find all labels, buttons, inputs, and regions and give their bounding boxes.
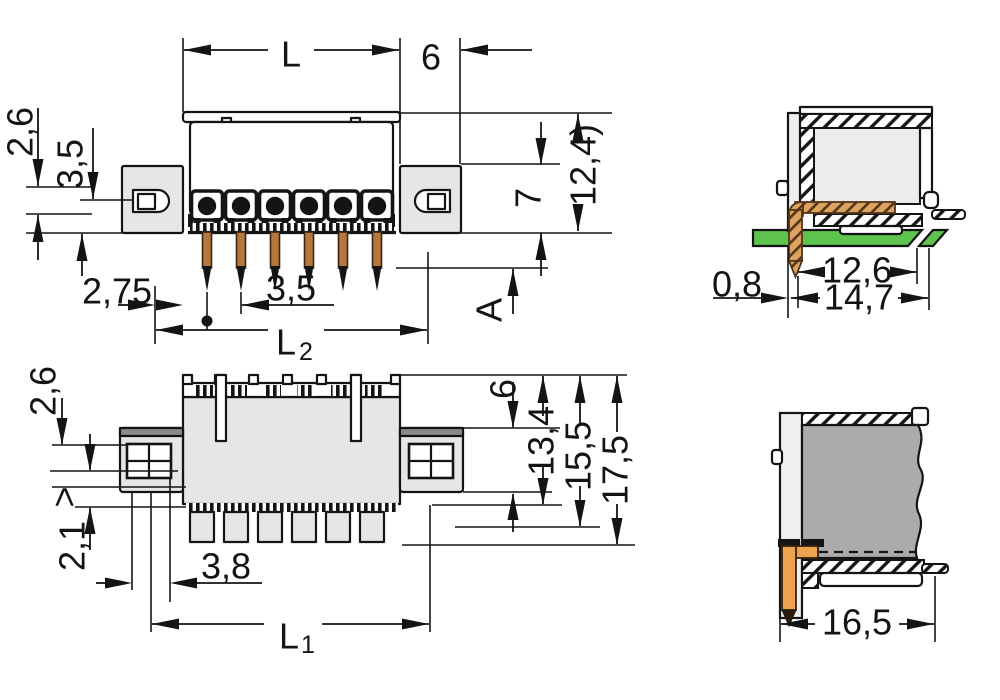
dim-label-0-8: 0,8	[712, 264, 762, 305]
dim-label-12-4: 12,4)	[563, 124, 604, 206]
dim-label-pitch-3-5: 3,5	[266, 268, 316, 309]
board-orange-pin	[778, 539, 824, 628]
dim-label-14-7: 14,7	[824, 277, 894, 318]
front-right-flange	[398, 164, 463, 235]
dim-label-17-5: 17,5	[595, 435, 636, 505]
dim-label-plan-6: 6	[483, 379, 524, 399]
pcb-break	[916, 228, 950, 248]
side-view-flange: 0,8 12,6 14,7	[712, 105, 966, 318]
front-view: L 6 2,6 3,5 2,75 3,5 L 2 7 12,4) A	[0, 34, 612, 366]
board-housing	[770, 406, 949, 620]
plan-dimensions	[56, 376, 623, 630]
dim-label-12-6: 12,6	[822, 250, 892, 291]
dim-label-L2: L	[276, 322, 296, 363]
dim-label-6: 6	[421, 37, 441, 78]
dim-label-13-4: 13,4	[521, 406, 562, 476]
plan-extension-lines	[50, 374, 635, 632]
dim-label-2-75: 2,75	[82, 271, 152, 312]
pin-tail	[931, 209, 966, 220]
dim-label-2-1: 2,1	[52, 521, 93, 571]
dim-label-L1-sub: 1	[301, 631, 315, 659]
front-shroud-teeth	[190, 223, 394, 232]
side-copper-pin	[787, 201, 896, 280]
dim-label-2-6: 2,6	[0, 107, 41, 157]
plan-left-flange	[118, 426, 185, 494]
dim-label-gt: >	[44, 486, 85, 507]
side-view-board: 16,5	[770, 406, 949, 643]
front-pin-row	[188, 189, 396, 291]
dim-label-A: A	[469, 298, 510, 322]
front-extension-lines	[26, 38, 612, 344]
dim-label-plan-2-6: 2,6	[23, 366, 64, 416]
side-dimensions	[713, 266, 928, 304]
board-dimensions	[779, 576, 936, 642]
front-solder-pins	[201, 231, 383, 291]
dim-label-3-5: 3,5	[50, 139, 91, 189]
dim-label-7: 7	[508, 188, 549, 208]
side-housing-section	[775, 105, 966, 236]
plan-view: 2,6 > 2,1 3,8 L 1 6 13,4 15,5 17,5	[23, 366, 636, 659]
dim-label-L2-sub: 2	[299, 338, 313, 366]
pin-tail	[921, 563, 949, 574]
plug-block	[800, 423, 924, 560]
side-extension-lines	[787, 246, 930, 318]
dim-label-L1: L	[279, 616, 299, 657]
dim-label-15-5: 15,5	[558, 421, 599, 491]
dim-label-16-5: 16,5	[822, 602, 892, 643]
dim-label-L: L	[281, 34, 301, 75]
plan-right-flange	[398, 426, 465, 494]
dim-label-3-8: 3,8	[201, 546, 251, 587]
plan-body	[181, 373, 402, 544]
front-dimensions	[32, 44, 584, 336]
